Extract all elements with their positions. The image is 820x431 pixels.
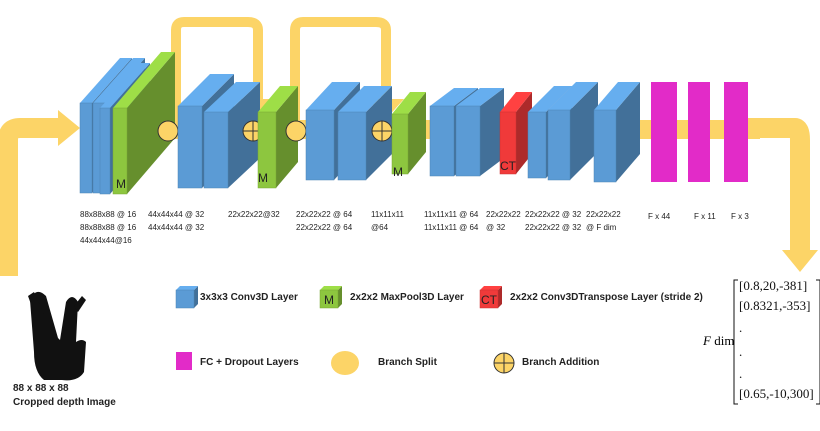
fc-layer [688,82,710,182]
stage-label-line: 44x44x44 @ 32 [148,223,205,232]
vector-row-2: [0.8321,-353] [739,298,811,313]
stage-label-line: F x 11 [694,212,716,221]
stage-label-line: @64 [371,223,389,232]
fc-layer [651,82,677,182]
vector-row-last: [0.65,-10,300] [739,386,814,401]
legend-fc-swatch [176,352,192,370]
legend-pool-swatch [319,286,342,309]
branch-split-1 [157,120,179,142]
stage-label-line: 22x22x22@32 [228,210,280,219]
legend-transpose-marker: CT [481,293,498,307]
conv-block [593,82,640,183]
input-description: Cropped depth Image [13,397,116,408]
stage-label-line: 22x22x22 @ 32 [525,210,582,219]
pool-block [257,86,298,189]
stage-label: 22x22x22 @ F dim [586,208,621,234]
hand-depth-image [28,291,86,381]
stage-label: 22x22x22@32 [228,208,280,221]
f-dim-label: F dim [703,333,734,349]
stage-label: 44x44x44 @ 32 44x44x44 @ 32 [148,208,204,234]
vector-dot-3: . [739,366,743,381]
stage-label: F x 44 [648,210,670,223]
stage-label-line: 22x22x22 [586,210,621,219]
stage-label-line: 11x11x11 @ 64 [424,223,479,232]
stage-label-line: 88x88x88 @ 16 [80,210,137,219]
stage-label: 11x11x11 @64 [371,208,404,234]
legend-conv-label: 3x3x3 Conv3D Layer [200,292,298,303]
stage-label-line: 44x44x44 @ 32 [148,210,205,219]
stage-label: F x 3 [731,210,749,223]
conv-block [455,88,504,177]
transpose-marker: CT [500,159,517,173]
output-arrow [740,118,818,272]
input-caption: 88 x 88 x 88 Cropped depth Image [13,382,116,410]
legend-fc-label: FC + Dropout Layers [200,357,299,368]
pool-marker: M [393,165,403,179]
stage-label: 11x11x11 @ 64 11x11x11 @ 64 [424,208,478,234]
pool-marker: M [258,171,268,185]
legend-conv-swatch [175,286,198,309]
f-symbol: F [703,333,711,348]
legend-add-swatch [493,352,515,374]
stage-label: F x 11 [694,210,716,223]
stage-label-line: 44x44x44@16 [80,236,132,245]
legend-split-swatch [331,351,359,375]
pool-marker: M [116,177,126,191]
legend-transpose-label: 2x2x2 Conv3DTranspose Layer (stride 2) [510,292,703,303]
input-arrow [0,110,80,276]
stage-label: 22x22x22 @ 32 22x22x22 @ 32 [525,208,581,234]
stage-label: 22x22x22 @ 64 22x22x22 @ 64 [296,208,352,234]
stage-label: 88x88x88 @ 16 88x88x88 @ 16 44x44x44@16 [80,208,136,247]
stage-label-line: 11x11x11 [371,210,404,219]
stage-label: 22x22x22 @ 32 [486,208,521,234]
vector-dot-2: . [739,344,743,359]
legend-transpose-swatch [479,286,502,309]
legend-pool-label: 2x2x2 MaxPool3D Layer [350,292,464,303]
legend-add-label: Branch Addition [522,357,600,368]
dim-text: dim [710,333,735,348]
legend-pool-marker: M [324,293,334,307]
stage-label-line: F x 44 [648,212,671,221]
branch-split-2 [285,120,307,142]
stage-label-line: 22x22x22 @ 64 [296,223,353,232]
stage-label-line: 22x22x22 @ 64 [296,210,353,219]
stage-label-line: @ 32 [486,223,506,232]
pool-block [112,52,175,195]
stage-label-line: 11x11x11 @ 64 [424,210,479,219]
conv-block [547,82,598,181]
stage-label-line: @ F dim [586,223,617,232]
legend-split-label: Branch Split [378,357,437,368]
fc-layer [724,82,748,182]
stage-label-line: 22x22x22 @ 32 [525,223,582,232]
branch-addition-2 [371,120,393,142]
input-size: 88 x 88 x 88 [13,383,69,394]
stage-label-line: 88x88x88 @ 16 [80,223,137,232]
output-vector-brackets [733,279,820,405]
stage-label-line: F x 3 [731,212,749,221]
stage-label-line: 22x22x22 [486,210,521,219]
vector-row-1: [0.8,20,-381] [739,278,808,293]
pool-block [391,92,426,175]
vector-dot-1: . [739,320,743,335]
